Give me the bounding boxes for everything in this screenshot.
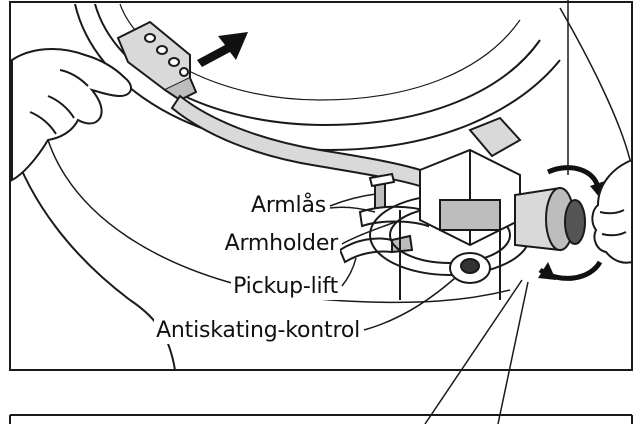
counterweight: [514, 186, 586, 252]
leader-armlas-2: [329, 206, 376, 213]
zoom-lines: [424, 279, 529, 424]
pivot-assembly: [419, 116, 522, 247]
cue-lever: [338, 234, 414, 264]
arm-rest: [358, 172, 432, 228]
leader-pickup: [341, 257, 357, 287]
bottom-panel: [9, 414, 633, 424]
label-pickup-lift: Pickup-lift: [231, 274, 340, 300]
headshell: [116, 20, 198, 102]
antiskating-dial: [449, 252, 491, 284]
direction-arrow: [197, 32, 248, 67]
illustration-frame: [9, 1, 633, 371]
leader-antiskating: [363, 277, 456, 331]
right-hand: [591, 158, 633, 264]
left-hand: [11, 48, 132, 182]
label-arm-holder: Armholder: [222, 231, 340, 257]
label-antiskating-control: Antiskating-kontrol: [154, 318, 362, 344]
leader-lines: [329, 193, 456, 331]
leader-armlas: [329, 193, 377, 207]
leader-armholder: [341, 221, 396, 245]
label-arm-lock: Armlås: [249, 193, 328, 219]
